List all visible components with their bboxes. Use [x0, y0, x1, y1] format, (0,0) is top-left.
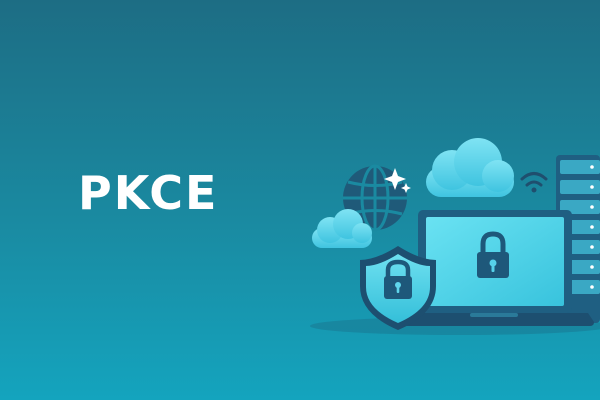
padlock-icon	[477, 231, 509, 278]
page-title: PKCE	[78, 166, 219, 220]
cloud-icon	[426, 138, 514, 197]
sparkle-icon	[384, 168, 411, 193]
small-cloud-icon	[312, 209, 372, 248]
wifi-icon	[520, 172, 548, 193]
security-shield-icon	[360, 246, 436, 330]
